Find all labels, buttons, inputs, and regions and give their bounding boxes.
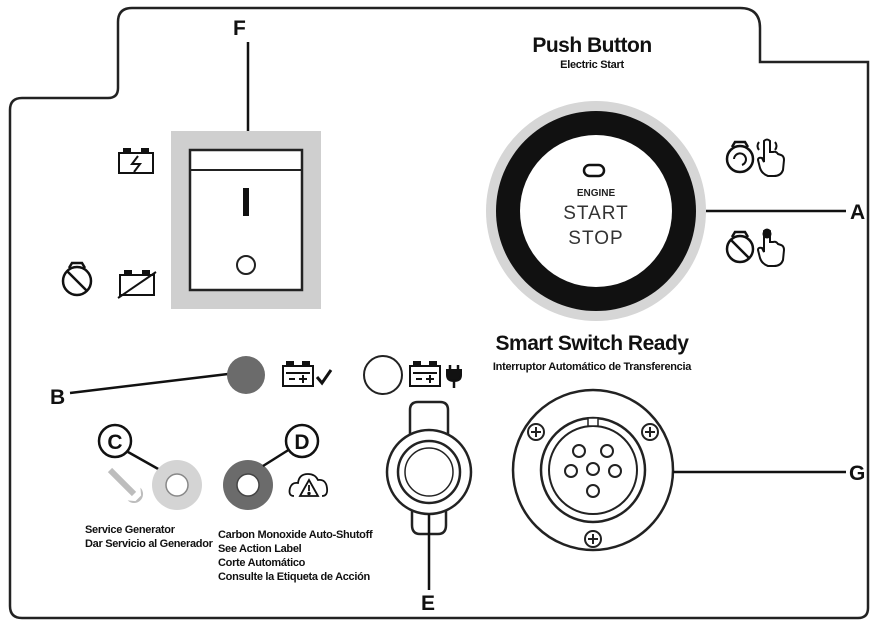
screw-top-right [641,423,659,441]
co-label-line2: See Action Label [218,543,302,555]
connector-pin-bottom [586,484,600,498]
co-indicator-lens [236,473,260,497]
connector-pin-right [608,464,622,478]
battery-charge-indicator-light [363,355,403,395]
dc-outlet-inner-ring [396,439,462,505]
dc-outlet-cap-strap [408,400,450,440]
battery-charging-icon [118,148,154,174]
dc-outlet-socket [404,447,454,497]
push-button-subtitle: Electric Start [560,59,624,71]
smart-switch-subtitle: Interruptor Automático de Transferencia [493,361,692,373]
callout-e: E [421,592,435,615]
service-indicator-lens [165,473,189,497]
start-stop-button[interactable]: ENGINE START STOP [486,101,706,321]
callout-b-leader [69,372,229,395]
co-label-line1: Carbon Monoxide Auto-Shutoff [218,529,373,541]
callout-g: G [849,462,865,485]
callout-b: B [50,386,65,409]
callout-d-leader [262,447,291,468]
connector-pin-left [564,464,578,478]
co-label-line4: Consulte la Etiqueta de Acción [218,571,371,583]
dc-outlet[interactable] [385,400,473,536]
rocker-off-mark [236,255,256,275]
battery-off-icon [117,270,157,299]
screw-top-left [527,423,545,441]
smart-switch-connector[interactable] [511,388,675,552]
button-engine-label: ENGINE [577,188,616,199]
battery-charge-plug-icon [409,361,462,388]
callout-d-circle [284,423,320,459]
connector-pin-top-right [600,444,614,458]
screw-bottom [584,530,602,548]
wrench-icon [107,467,144,504]
start-stop-face [520,135,672,287]
connector-key [587,417,599,427]
press-hand-icon-start [756,138,786,177]
callout-c-leader [127,450,161,472]
callout-d: D [294,431,309,454]
callout-c-circle [97,423,133,459]
push-button-title: Push Button [532,34,651,57]
press-hand-icon-stop [756,228,786,267]
engine-stop-icon [725,230,755,264]
callout-a: A [850,201,865,224]
battery-ok-icon [282,361,333,387]
smart-switch-title: Smart Switch Ready [496,332,690,355]
connector-pin-center [586,462,600,476]
battery-ok-indicator-light [227,356,265,394]
button-stop-label: STOP [568,228,623,249]
service-label-es: Dar Servicio al Generador [85,538,214,550]
callout-c: C [107,431,122,454]
rocker-switch-body [188,148,304,292]
connector-pin-top-left [572,444,586,458]
rocker-switch[interactable] [171,131,321,309]
service-label-en: Service Generator [85,524,176,536]
button-start-label: START [563,203,629,224]
callout-f: F [233,17,246,40]
engine-off-icon [61,261,93,297]
rocker-on-mark [243,188,249,216]
co-label-line3: Corte Automático [218,557,306,569]
start-stop-indicator [582,163,606,178]
co-warning-cloud-icon [288,473,329,497]
engine-start-icon [725,140,755,174]
